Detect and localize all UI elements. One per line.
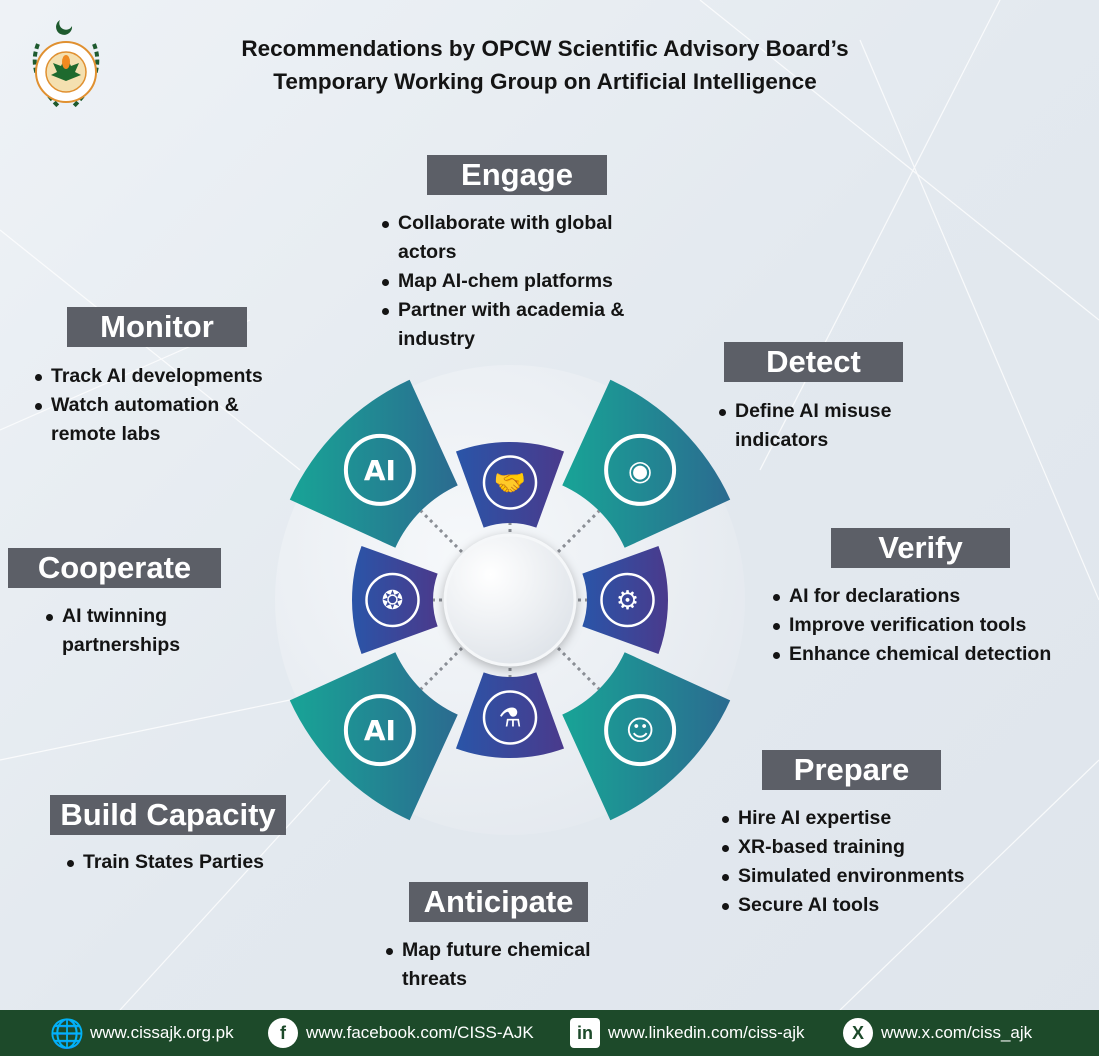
connector-line bbox=[557, 509, 601, 553]
linkedin-text: www.linkedin.com/ciss-ajk bbox=[608, 1023, 805, 1042]
svg-text:⚙: ⚙ bbox=[616, 586, 639, 616]
bullet-item: Improve verification tools bbox=[771, 611, 1091, 640]
wheel-segment-anticipate bbox=[455, 672, 565, 758]
svg-text:◉: ◉ bbox=[628, 454, 652, 487]
bullet-item: Partner with academia & industry bbox=[380, 296, 660, 354]
magnifier-gear-icon: ⚙ bbox=[600, 572, 655, 628]
label-anticipate: Anticipate bbox=[409, 882, 588, 922]
svg-text:AI: AI bbox=[364, 454, 396, 487]
bullets-verify: AI for declarations Improve verification… bbox=[771, 582, 1091, 669]
svg-text:☺: ☺ bbox=[626, 714, 655, 747]
bullet-item: Map future chemical threats bbox=[384, 936, 634, 994]
bullet-item: Simulated environments bbox=[720, 862, 1020, 891]
footer-facebook-link[interactable]: f www.facebook.com/CISS-AJK bbox=[268, 1010, 534, 1056]
handshake-icon: 🤝 bbox=[482, 455, 538, 510]
bullet-item: Map AI-chem platforms bbox=[380, 267, 660, 296]
title-line-2: Temporary Working Group on Artificial In… bbox=[273, 69, 817, 94]
wheel-segment-build-capacity bbox=[289, 652, 458, 821]
x-text: www.x.com/ciss_ajk bbox=[881, 1023, 1033, 1042]
svg-text:AI: AI bbox=[364, 714, 396, 747]
bullets-engage: Collaborate with global actors Map AI-ch… bbox=[380, 209, 660, 354]
bullet-item: Enhance chemical detection bbox=[771, 640, 1091, 669]
footer: 🌐 www.cissajk.org.pk f www.facebook.com/… bbox=[0, 1010, 1099, 1056]
bullet-item: Secure AI tools bbox=[720, 891, 1020, 920]
connector-line bbox=[419, 509, 463, 553]
background-network-lines bbox=[0, 0, 1099, 1010]
bullet-item: XR-based training bbox=[720, 833, 1020, 862]
bullets-prepare: Hire AI expertise XR-based training Simu… bbox=[720, 804, 1020, 920]
ciss-logo bbox=[32, 20, 100, 108]
footer-website-link[interactable]: 🌐 www.cissajk.org.pk bbox=[49, 1010, 234, 1056]
bullets-anticipate: Map future chemical threats bbox=[384, 936, 634, 994]
bullet-item: AI twinning partnerships bbox=[44, 602, 204, 660]
linkedin-icon: in bbox=[570, 1018, 600, 1048]
facebook-text: www.facebook.com/CISS-AJK bbox=[306, 1023, 534, 1042]
footer-linkedin-link[interactable]: in www.linkedin.com/ciss-ajk bbox=[570, 1010, 805, 1056]
surveillance-icon: ◉ bbox=[604, 433, 677, 506]
svg-text:🤝: 🤝 bbox=[494, 469, 526, 499]
wheel-hub bbox=[443, 533, 577, 667]
bullets-cooperate: AI twinning partnerships bbox=[44, 602, 204, 660]
bullet-item: AI for declarations bbox=[771, 582, 1091, 611]
connector-line bbox=[419, 647, 463, 691]
ai-magnifier-icon: AI bbox=[343, 433, 416, 506]
bullet-item: Train States Parties bbox=[65, 848, 305, 877]
title-line-1: Recommendations by OPCW Scientific Advis… bbox=[241, 36, 849, 61]
website-text: www.cissajk.org.pk bbox=[90, 1023, 234, 1042]
footer-x-link[interactable]: X www.x.com/ciss_ajk bbox=[843, 1010, 1032, 1056]
bullet-item: Track AI developments bbox=[33, 362, 293, 391]
wheel-segment-engage bbox=[455, 442, 565, 528]
bullets-monitor: Track AI developments Watch automation &… bbox=[33, 362, 293, 449]
svg-text:❂: ❂ bbox=[382, 586, 404, 616]
bullet-item: Collaborate with global actors bbox=[380, 209, 640, 267]
bullet-item: Watch automation & remote labs bbox=[33, 391, 263, 449]
svg-text:⚗: ⚗ bbox=[498, 704, 521, 734]
globe-icon: 🌐 bbox=[49, 1017, 85, 1049]
ai-chip-gear-icon: AI bbox=[343, 694, 416, 767]
label-cooperate: Cooperate bbox=[8, 548, 221, 588]
label-build-capacity: Build Capacity bbox=[50, 795, 286, 835]
wheel-segment-cooperate bbox=[351, 545, 438, 655]
label-engage: Engage bbox=[427, 155, 607, 195]
connector-line bbox=[557, 647, 601, 691]
neural-network-icon: ⚗ bbox=[482, 690, 538, 745]
recommendation-wheel: 🤝 ◉ ⚙ ☺ ⚗ AI ❂ AI bbox=[275, 365, 745, 835]
bullet-item: Hire AI expertise bbox=[720, 804, 1020, 833]
robot-icon: ☺ bbox=[604, 694, 677, 767]
bullets-detect: Define AI misuse indicators bbox=[717, 397, 917, 455]
wheel-segment-prepare bbox=[562, 652, 731, 821]
label-detect: Detect bbox=[724, 342, 903, 382]
page-title: Recommendations by OPCW Scientific Advis… bbox=[180, 32, 910, 98]
label-monitor: Monitor bbox=[67, 307, 247, 347]
wheel-segment-monitor bbox=[289, 379, 458, 548]
x-icon: X bbox=[843, 1018, 873, 1048]
bullet-item: Define AI misuse indicators bbox=[717, 397, 917, 455]
label-prepare: Prepare bbox=[762, 750, 941, 790]
bullets-build-capacity: Train States Parties bbox=[65, 848, 305, 877]
brain-head-icon: ❂ bbox=[365, 572, 420, 628]
wheel-segment-verify bbox=[582, 545, 668, 655]
facebook-icon: f bbox=[268, 1018, 298, 1048]
wheel-segment-detect bbox=[562, 379, 731, 548]
label-verify: Verify bbox=[831, 528, 1010, 568]
